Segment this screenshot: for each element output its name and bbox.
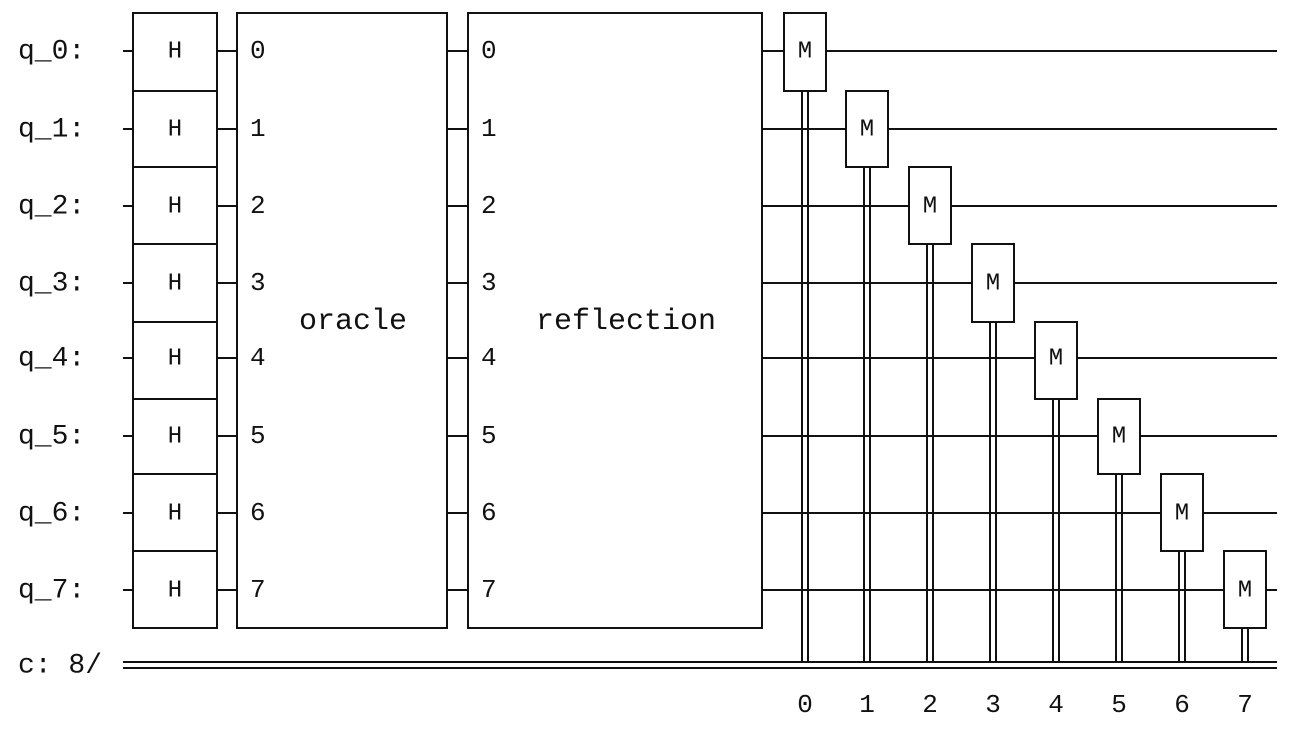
measure-gate-label-2: M	[923, 193, 937, 220]
reflection-port-label-2: 2	[481, 191, 497, 221]
measure-gate-2	[908, 166, 952, 245]
measure-gate-label-1: M	[860, 116, 874, 143]
measure-gate-label-0: M	[798, 38, 812, 65]
oracle-port-label-7: 7	[250, 575, 266, 605]
measure-gate-7	[1223, 550, 1267, 629]
qubit-label-2: q_2:	[18, 191, 85, 222]
classical-bit-label-2: 2	[922, 690, 938, 720]
qubit-label-5: q_5:	[18, 421, 85, 452]
h-gate-label-2: H	[168, 193, 182, 220]
oracle-label: oracle	[299, 305, 407, 339]
oracle-port-label-0: 0	[250, 36, 266, 66]
h-gate-label-6: H	[168, 500, 182, 527]
reflection-label: reflection	[536, 305, 716, 339]
reflection-port-label-5: 5	[481, 421, 497, 451]
measure-gate-label-7: M	[1238, 577, 1252, 604]
classical-bit-label-6: 6	[1174, 690, 1190, 720]
measure-gate-label-4: M	[1049, 345, 1063, 372]
measure-gate-label-5: M	[1112, 423, 1126, 450]
oracle-port-label-1: 1	[250, 114, 266, 144]
qubit-label-4: q_4:	[18, 343, 85, 374]
classical-bit-label-5: 5	[1111, 690, 1127, 720]
reflection-port-label-3: 3	[481, 268, 497, 298]
classical-bit-label-3: 3	[985, 690, 1001, 720]
measure-gate-1	[845, 90, 889, 168]
measure-gate-label-6: M	[1175, 500, 1189, 527]
reflection-port-label-6: 6	[481, 498, 497, 528]
qubit-label-3: q_3:	[18, 268, 85, 299]
measure-gate-6	[1160, 473, 1204, 552]
oracle-port-label-4: 4	[250, 343, 266, 373]
h-gate-7	[132, 550, 218, 629]
reflection-port-label-4: 4	[481, 343, 497, 373]
classical-bit-label-1: 1	[859, 690, 875, 720]
measure-gate-4	[1034, 321, 1078, 400]
measure-gate-5	[1097, 398, 1141, 475]
oracle-port-label-5: 5	[250, 421, 266, 451]
oracle-port-label-2: 2	[250, 191, 266, 221]
h-gate-label-4: H	[168, 345, 182, 372]
measure-gate-0	[783, 12, 827, 92]
qubit-label-6: q_6:	[18, 498, 85, 529]
classical-register-label: c: 8/	[18, 650, 102, 681]
classical-bit-label-7: 7	[1237, 690, 1253, 720]
oracle-block	[236, 12, 448, 629]
h-gate-label-5: H	[168, 423, 182, 450]
reflection-port-label-7: 7	[481, 575, 497, 605]
reflection-port-label-0: 0	[481, 36, 497, 66]
measure-gate-3	[971, 243, 1015, 323]
h-gate-label-3: H	[168, 270, 182, 297]
h-gate-label-7: H	[168, 577, 182, 604]
measure-gate-label-3: M	[986, 270, 1000, 297]
h-gate-6	[132, 473, 218, 552]
reflection-block	[467, 12, 763, 629]
classical-bit-label-4: 4	[1048, 690, 1064, 720]
reflection-port-label-1: 1	[481, 114, 497, 144]
h-gate-0	[132, 12, 218, 92]
h-gate-1	[132, 90, 218, 168]
h-gate-label-0: H	[168, 38, 182, 65]
h-gate-label-1: H	[168, 116, 182, 143]
h-gate-5	[132, 398, 218, 475]
classical-bit-label-0: 0	[797, 690, 813, 720]
oracle-port-label-3: 3	[250, 268, 266, 298]
oracle-port-label-6: 6	[250, 498, 266, 528]
qubit-label-0: q_0:	[18, 36, 85, 67]
qubit-label-7: q_7:	[18, 575, 85, 606]
h-gate-4	[132, 321, 218, 400]
h-gate-3	[132, 243, 218, 323]
qubit-label-1: q_1:	[18, 114, 85, 145]
